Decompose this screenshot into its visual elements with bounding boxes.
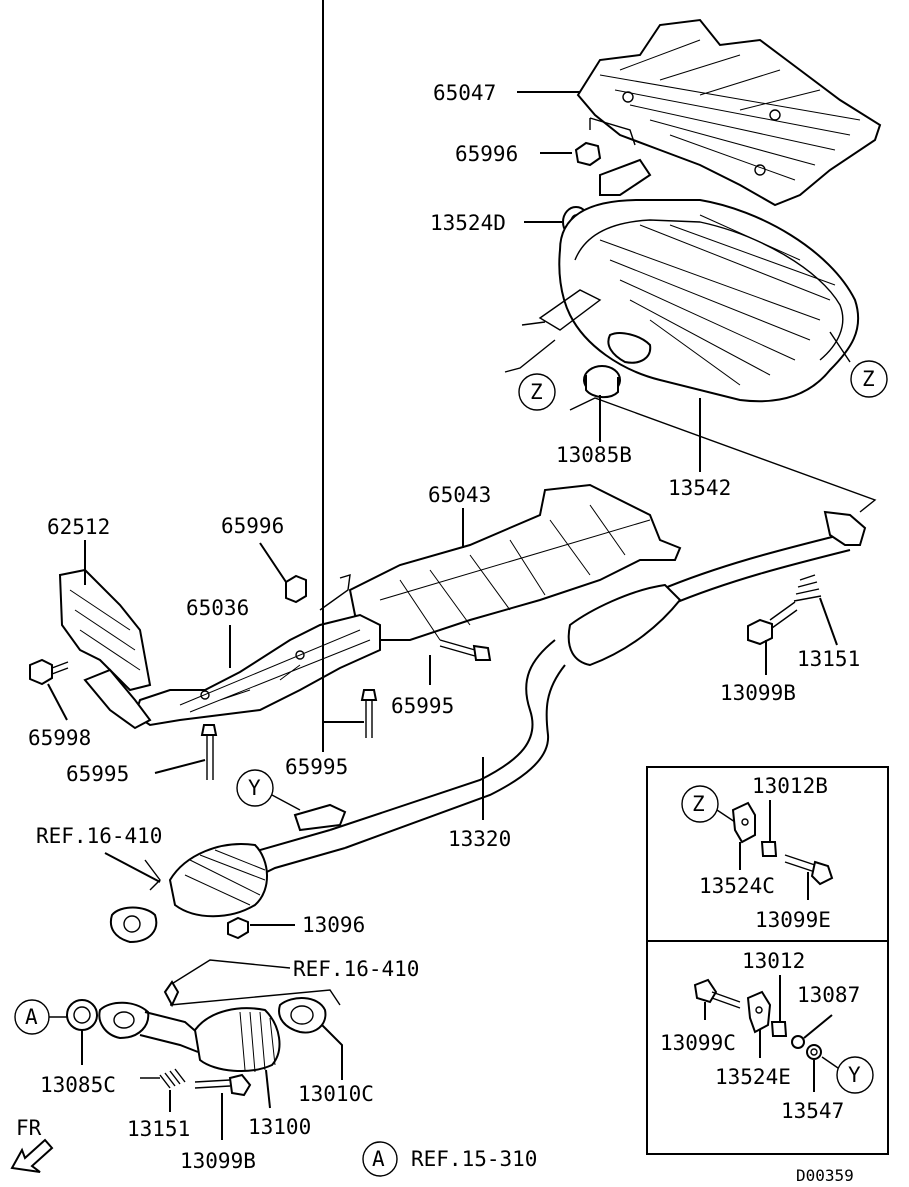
marker-y-inset: Y <box>848 1063 861 1087</box>
label-13012B: 13012B <box>752 774 828 798</box>
label-13099B-bottom: 13099B <box>180 1149 256 1173</box>
label-13085C: 13085C <box>40 1073 116 1097</box>
label-13012: 13012 <box>742 949 805 973</box>
label-65998: 65998 <box>28 726 91 750</box>
label-13542: 13542 <box>668 476 731 500</box>
label-65995-b: 65995 <box>285 755 348 779</box>
ref-upper: REF.16-410 <box>36 824 162 848</box>
inset-hanger-details <box>646 766 889 1155</box>
nut-65996-top <box>574 117 636 167</box>
label-13099E: 13099E <box>755 908 831 932</box>
label-13524E: 13524E <box>715 1065 791 1089</box>
label-13524D: 13524D <box>430 211 506 235</box>
marker-z-top-right: Z <box>862 367 875 391</box>
label-13099B-right: 13099B <box>720 681 796 705</box>
label-65996-middle: 65996 <box>221 514 284 538</box>
center-pipe-13320 <box>219 534 851 886</box>
heat-shield-rear <box>576 18 882 207</box>
label-13099C: 13099C <box>660 1031 736 1055</box>
label-13151-right: 13151 <box>797 647 860 671</box>
bolt-65995-c <box>439 639 492 661</box>
diagram-id: D00359 <box>796 1166 854 1185</box>
main-muffler-13542 <box>521 158 860 403</box>
bolt-13099E <box>784 854 834 886</box>
gasket-13085B <box>583 365 621 398</box>
label-13100: 13100 <box>248 1115 311 1139</box>
heat-shield-front <box>133 613 381 727</box>
bolt-65998 <box>29 658 69 686</box>
label-13087: 13087 <box>797 983 860 1007</box>
hanger-13524E <box>746 990 772 1034</box>
marker-y-center: Y <box>248 776 261 800</box>
washer-13087 <box>791 1035 805 1049</box>
front-pipe-13100 <box>98 1001 281 1073</box>
label-13085B: 13085B <box>556 443 632 467</box>
collar-13012 <box>770 1021 788 1037</box>
label-65036: 65036 <box>186 596 249 620</box>
bolt-65995-b <box>360 689 378 738</box>
collar-13012B <box>760 841 778 857</box>
label-65995-c: 65995 <box>391 694 454 718</box>
bolt-65995-a <box>200 724 218 780</box>
bolt-13099B-bottom <box>194 1073 252 1097</box>
label-13096: 13096 <box>302 913 365 937</box>
label-13320: 13320 <box>448 827 511 851</box>
hanger-13524C <box>731 801 756 844</box>
nut-65996-middle <box>285 574 351 611</box>
nut-13547 <box>806 1044 822 1060</box>
label-13010C: 13010C <box>298 1082 374 1106</box>
label-62512: 62512 <box>47 515 110 539</box>
label-65995-a: 65995 <box>66 762 129 786</box>
label-65047: 65047 <box>433 81 496 105</box>
label-13524C: 13524C <box>699 874 775 898</box>
front-catalytic-converter <box>110 843 268 944</box>
ref-lower: REF.16-410 <box>293 957 419 981</box>
direction-label: FR <box>16 1116 42 1140</box>
flange-rear-pipe <box>823 510 867 546</box>
ref-a: REF.15-310 <box>411 1147 537 1171</box>
bolt-13099C <box>693 978 741 1009</box>
spring-13151-bottom <box>140 1068 186 1089</box>
gasket-13085C <box>66 999 98 1031</box>
bolt-13099B-right <box>747 601 798 646</box>
marker-a-lower: A <box>25 1005 38 1029</box>
marker-z-top-left: Z <box>530 380 543 404</box>
label-65043: 65043 <box>428 483 491 507</box>
heat-shield-center <box>348 483 682 641</box>
spring-13151-right <box>793 574 822 602</box>
bracket-62512 <box>58 568 152 730</box>
front-direction-arrow <box>10 1138 54 1173</box>
label-13547: 13547 <box>781 1099 844 1123</box>
marker-z-inset: Z <box>692 792 705 816</box>
marker-a-ref: A <box>372 1147 385 1171</box>
gasket-13010C <box>278 997 327 1034</box>
label-65996-top: 65996 <box>455 142 518 166</box>
nut-13096 <box>227 916 249 940</box>
label-13151-bottom: 13151 <box>127 1117 190 1141</box>
